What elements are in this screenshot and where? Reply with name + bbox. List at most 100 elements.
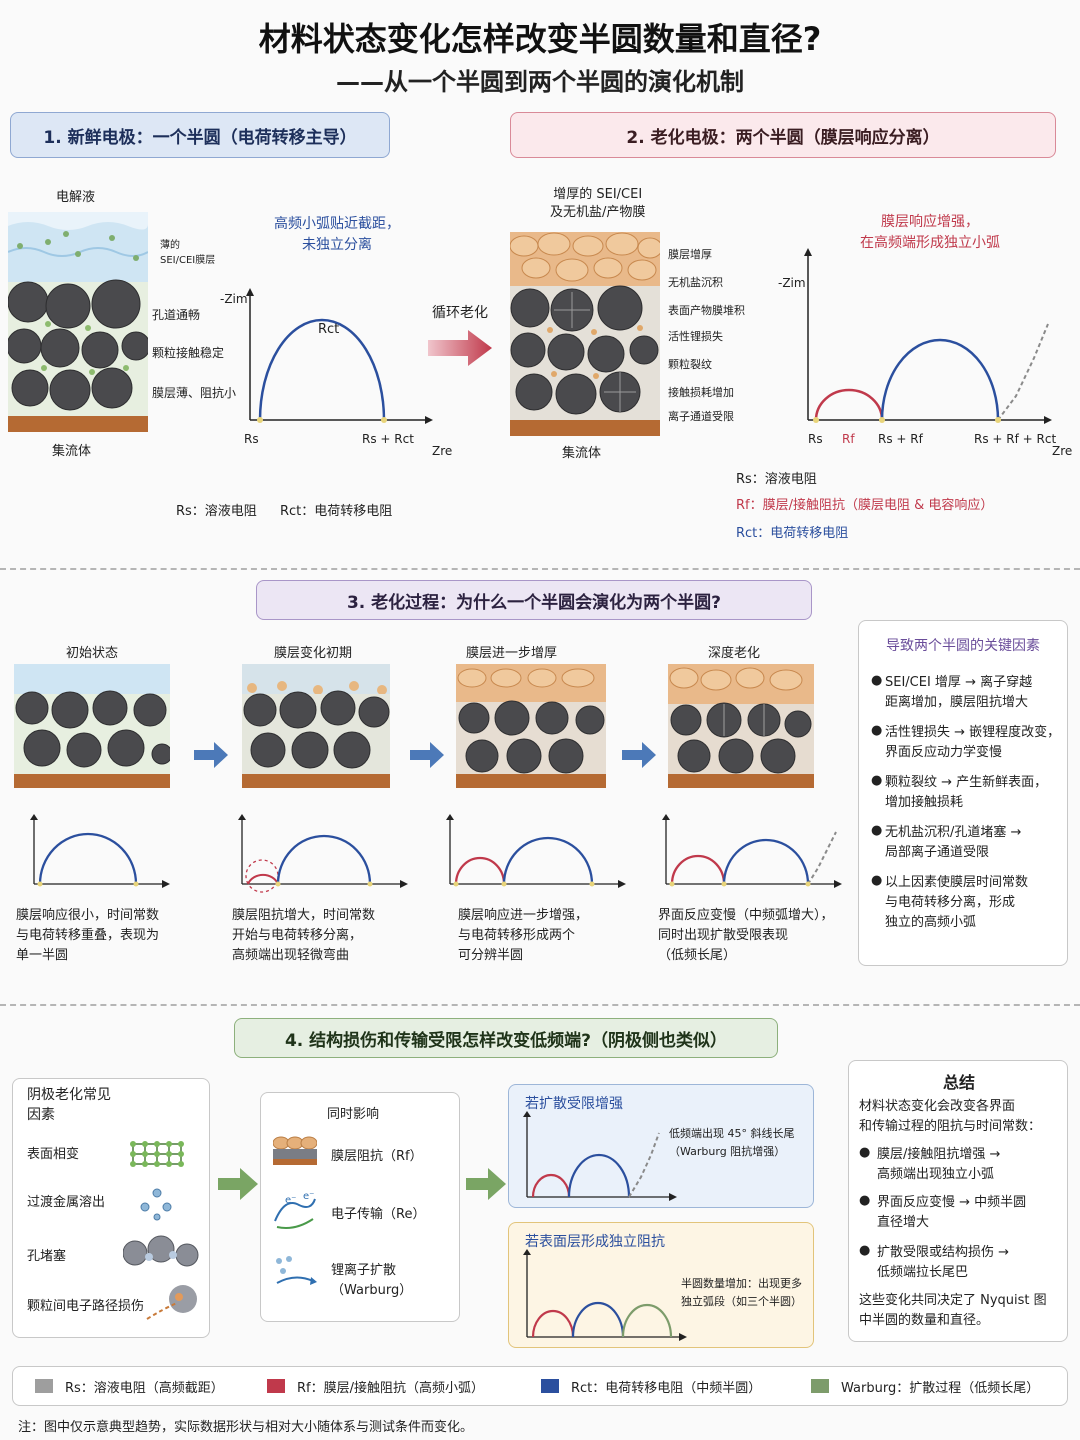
thin-sei-label: 薄的 SEI/CEI膜层 <box>160 240 216 266</box>
aged-label-1: 无机盐沉积 <box>668 276 723 289</box>
footnote: 注：图中仅示意典型趋势，实际数据形状与相对大小随体系与测试条件而变化。 <box>18 1420 474 1435</box>
stage-caption-1: 膜层阻抗增大，时间常数 开始与电荷转移分离， 高频端出现轻微弯曲 <box>232 908 376 963</box>
warburg-tail <box>997 323 1049 421</box>
tick-rs-2: Rs <box>808 432 823 446</box>
effect-0: 膜层阻抗（Rf） <box>331 1149 423 1164</box>
collector-label-1: 集流体 <box>52 444 92 459</box>
case1-plot <box>523 1111 677 1201</box>
rf-arc <box>814 388 884 421</box>
key-factors-box: 导致两个半圆的关键因素 ●SEI/CEI 增厚 → 离子穿越 距离增加，膜层阻抗… <box>858 620 1068 966</box>
dissolution-icon <box>140 1188 172 1221</box>
key-factors-title: 导致两个半圆的关键因素 <box>886 638 1040 654</box>
legend-swatch-warburg <box>811 1379 829 1393</box>
legend-item-rct: Rct：电荷转移电阻（中频半圆） <box>541 1377 811 1396</box>
aged-label-3: 活性锂损失 <box>668 330 723 343</box>
legend-swatch-rs <box>35 1379 53 1393</box>
stage-illustration-0 <box>14 664 170 788</box>
legend-rf-2: Rf：膜层/接触阻抗（膜层电阻 & 电容响应） <box>736 498 994 513</box>
thick-sei-label: 增厚的 SEI/CEI 及无机盐/产物膜 <box>550 187 646 220</box>
section1-heading: 1. 新鲜电极：一个半圆（电荷转移主导） <box>10 112 390 158</box>
factor-item: ●无机盐沉积/孔道堵塞 → 局部离子通道受限 <box>871 823 1022 860</box>
tick-rsf-2: Rs + Rf <box>878 432 923 446</box>
factor-item: ●SEI/CEI 增厚 → 离子穿越 距离增加，膜层阻抗增大 <box>871 673 1033 710</box>
stage-title-0: 初始状态 <box>66 646 119 661</box>
page-subtitle: ——从一个半圆到两个半圆的演化机制 <box>336 68 744 96</box>
case2-plot <box>523 1249 687 1341</box>
summary-item: ●界面反应变慢 → 中频半圆 直径增大 <box>859 1193 1027 1230</box>
stage-title-1: 膜层变化初期 <box>274 646 353 661</box>
fresh-nyquist-plot <box>246 288 433 424</box>
summary-title: 总结 <box>942 1073 975 1092</box>
stage-caption-2: 膜层响应进一步增强， 与电荷转移形成两个 可分辨半圆 <box>458 908 589 963</box>
tick-rs-1: Rs <box>244 432 259 446</box>
legend-swatch-rct <box>541 1379 559 1393</box>
aged-label-2: 表面产物膜堆积 <box>668 304 745 317</box>
diffusion-case-box: 若扩散受限增强 低频端出现 45° 斜线长尾 （Warburg 阻抗增强） <box>508 1084 814 1208</box>
electron-icon: e⁻e⁻ <box>274 1191 316 1229</box>
summary-item: ●膜层/接触阻抗增强 → 高频端出现独立小弧 <box>859 1145 1001 1182</box>
effects-title: 同时影响 <box>327 1107 380 1122</box>
section1-note: 高频小弧贴近截距， 未独立分离 <box>274 216 400 253</box>
fresh-electrode-illustration <box>8 212 148 432</box>
stage-arrow-2 <box>622 742 656 768</box>
surface-layer-case-box: 若表面层形成独立阻抗 半圆数量增加：出现更多 独立弧段（如三个半圆） <box>508 1222 814 1348</box>
cause-0: 表面相变 <box>27 1147 80 1162</box>
electron-path-icon <box>146 1285 197 1320</box>
aged-label-0: 膜层增厚 <box>668 248 712 261</box>
cause-2: 孔堵塞 <box>27 1249 67 1264</box>
legend-swatch-rf <box>267 1379 285 1393</box>
page-title: 材料状态变化怎样改变半圆数量和直径? <box>258 20 822 58</box>
particle-contact-label: 颗粒接触稳定 <box>152 346 225 360</box>
section4-heading: 4. 结构损伤和传输受限怎样改变低频端?（阴极侧也类似） <box>234 1018 778 1058</box>
axis-y-label-2: -Zim <box>778 276 806 290</box>
divider-1 <box>0 568 1080 570</box>
factor-item: ●活性锂损失 → 嵌锂程度改变， 界面反应动力学变慢 <box>871 723 1061 760</box>
stage-illustration-1 <box>242 664 390 788</box>
axis-x-label-2: Zre <box>1052 444 1073 458</box>
stage-arrow-0 <box>194 742 228 768</box>
cause-1: 过渡金属溶出 <box>27 1195 106 1210</box>
lattice-icon <box>130 1141 184 1167</box>
case1-title: 若扩散受限增强 <box>525 1096 623 1112</box>
stage-illustration-3 <box>668 664 814 788</box>
causes-title: 阴极老化常见 因素 <box>27 1087 111 1123</box>
divider-2 <box>0 1004 1080 1006</box>
tick-rsct-1: Rs + Rct <box>362 432 414 446</box>
section2-heading: 2. 老化电极：两个半圆（膜层响应分离） <box>510 112 1056 158</box>
film-icon <box>273 1136 317 1165</box>
aging-arrow <box>428 330 492 366</box>
case1-note: 低频端出现 45° 斜线长尾 （Warburg 阻抗增强） <box>669 1127 795 1158</box>
legend-rs-2: Rs：溶液电阻 <box>736 472 817 487</box>
legend-rs-1: Rs：溶液电阻 <box>176 504 257 519</box>
stage-plot-2 <box>446 814 626 888</box>
stage-plot-1 <box>238 814 408 893</box>
rct-arc-aged <box>880 338 1000 421</box>
pore-block-icon <box>123 1235 199 1267</box>
aged-nyquist-plot <box>804 248 1052 424</box>
legend-rct-2: Rct：电荷转移电阻 <box>736 526 849 541</box>
effect-2: 锂离子扩散 （Warburg） <box>331 1263 413 1298</box>
stage-title-3: 深度老化 <box>708 646 761 661</box>
axis-x-label-1: Zre <box>432 444 453 458</box>
stage-arrow-1 <box>410 742 444 768</box>
li-diffusion-icon <box>276 1256 317 1285</box>
stage-caption-3: 界面反应变慢（中频弧增大）， 同时出现扩散受限表现 （低频长尾） <box>658 908 834 963</box>
stage-plot-0 <box>30 814 170 888</box>
electrolyte-label: 电解液 <box>56 190 96 205</box>
effects-box: 同时影响 膜层阻抗（Rf） e⁻e⁻ 电子传输（Re） 锂离子扩散 （Warbu… <box>260 1092 460 1322</box>
legend-item-rs: Rs：溶液电阻（高频截距） <box>35 1377 267 1396</box>
stage-title-2: 膜层进一步增厚 <box>466 646 558 661</box>
legend-item-rf: Rf：膜层/接触阻抗（高频小弧） <box>267 1377 541 1396</box>
legend-rct-1: Rct：电荷转移电阻 <box>280 504 393 519</box>
summary-intro: 材料状态变化会改变各界面 和传输过程的阻抗与时间常数： <box>859 1099 1042 1134</box>
pore-open-label: 孔道通畅 <box>152 308 201 322</box>
factor-item: ●以上因素使膜层时间常数 与电荷转移分离，形成 独立的高频小弧 <box>871 873 1029 930</box>
stage-caption-0: 膜层响应很小，时间常数 与电荷转移重叠，表现为 单一半圆 <box>16 908 160 963</box>
tick-rf-2: Rf <box>842 432 855 446</box>
section4-arrow-2 <box>466 1168 506 1200</box>
svg-text:e⁻: e⁻ <box>303 1191 314 1202</box>
arc-rct-label: Rct <box>318 322 340 337</box>
stage-plot-3 <box>662 814 842 888</box>
summary-outro: 这些变化共同决定了 Nyquist 图 中半圆的数量和直径。 <box>859 1293 1047 1328</box>
collector-label-2: 集流体 <box>562 446 602 461</box>
